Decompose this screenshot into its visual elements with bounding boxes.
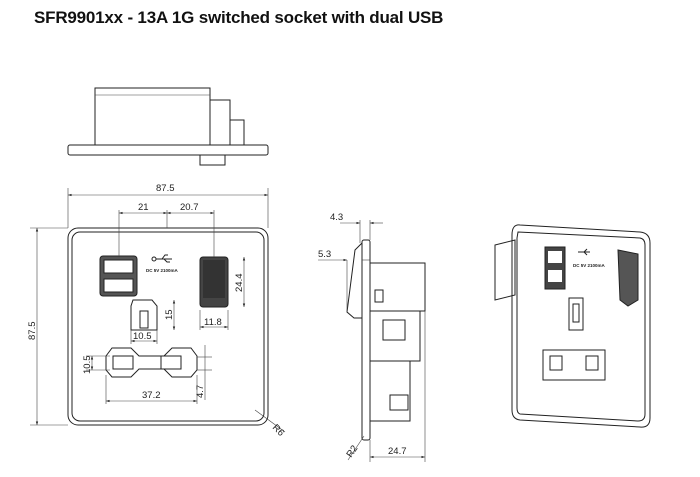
front-dimensions: 87.5 21 20.7 87.5 24.4 11.8 15 10.5 10.5	[27, 183, 286, 439]
top-view	[67, 87, 269, 166]
front-view: DC 5V 2100mA 87.5 21 20.7 87.5 24.4	[27, 183, 286, 439]
earth-socket	[130, 299, 158, 331]
rocker-switch	[199, 256, 229, 308]
line-neutral-socket	[105, 347, 198, 378]
dim-usb-offset: 21	[138, 202, 149, 213]
dim-plate-protrusion: 5.3	[318, 249, 331, 260]
drawing-title: SFR9901xx - 13A 1G switched socket with …	[34, 8, 444, 27]
dim-switch-height: 24.4	[234, 274, 245, 293]
dim-pins-width: 37.2	[142, 390, 161, 401]
dim-pins-height: 10.5	[82, 356, 93, 375]
dim-corner-radius: R6	[270, 422, 286, 438]
dim-overall-height: 87.5	[27, 322, 38, 341]
iso-usb-rating-label: DC 5V 2100mA	[573, 263, 606, 268]
isometric-view: DC 5V 2100mA	[494, 224, 651, 428]
dim-depth: 24.7	[388, 446, 407, 457]
dim-earth-height: 15	[164, 309, 175, 320]
dim-switch-offset: 20.7	[180, 202, 199, 213]
usb-icon	[151, 254, 172, 263]
dim-switch-protrusion: 4.3	[330, 212, 343, 223]
dim-earth-width: 10.5	[133, 331, 152, 342]
dim-switch-width: 11.8	[204, 317, 222, 328]
iso-usb-icon	[578, 248, 590, 256]
usb-rating-label: DC 5V 2100mA	[146, 268, 179, 273]
dim-pins-offset: 4.7	[195, 385, 206, 398]
side-view: 4.3 5.3 24.7 R2	[318, 212, 426, 462]
dim-edge-radius: R2	[344, 443, 360, 459]
usb-ports	[99, 255, 138, 297]
pin-slot	[160, 355, 182, 370]
side-dimensions: 4.3 5.3 24.7 R2	[318, 212, 426, 462]
earth-slot	[139, 310, 149, 329]
dim-overall-width: 87.5	[156, 183, 175, 194]
